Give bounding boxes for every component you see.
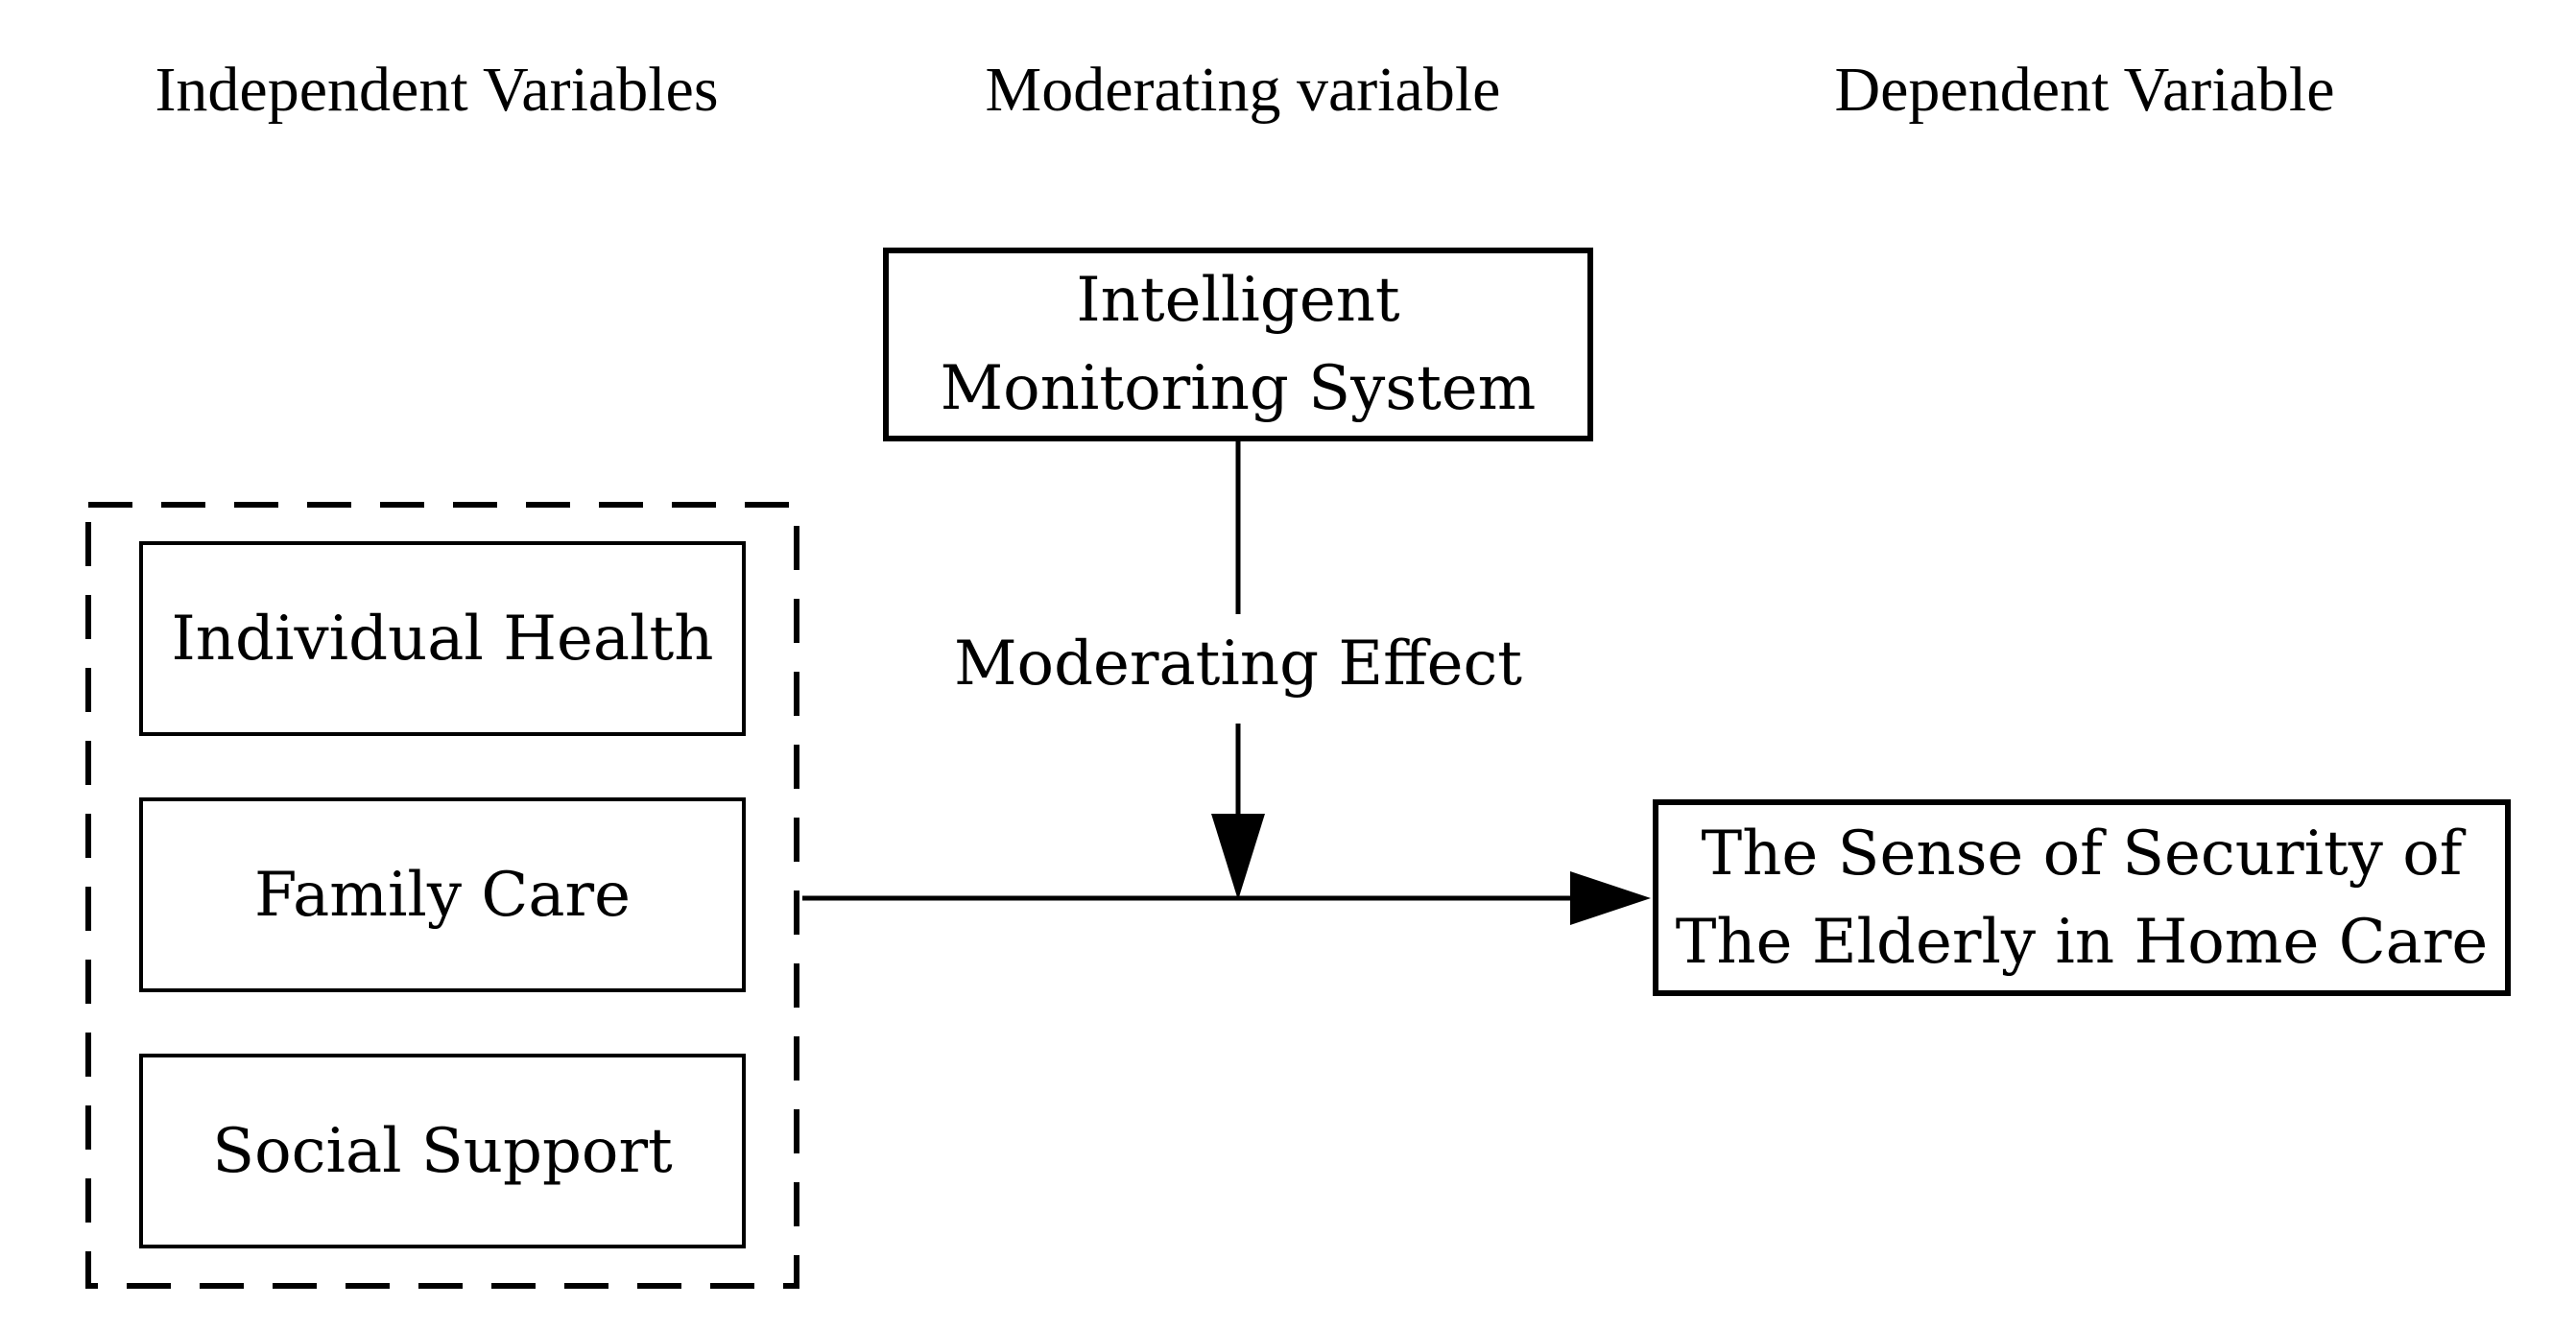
dependent-box-line1: The Sense of Security of <box>1701 818 2463 890</box>
box-family-care: Family Care <box>139 797 746 992</box>
header-moderating-variable: Moderating variable <box>985 55 1501 125</box>
independent-variables-dashed-border <box>85 502 799 1289</box>
social-support-label: Social Support <box>212 1115 673 1187</box>
moderator-box-line1: Intelligent <box>1076 265 1400 336</box>
family-care-label: Family Care <box>254 859 631 931</box>
header-dependent-variable: Dependent Variable <box>1834 55 2335 125</box>
moderating-effect-label: Moderating Effect <box>954 629 1522 700</box>
arrowhead-right-icon <box>1570 871 1651 925</box>
moderator-box-line2: Monitoring System <box>940 353 1537 424</box>
individual-health-label: Individual Health <box>171 603 714 675</box>
box-individual-health: Individual Health <box>139 541 746 736</box>
intelligent-monitoring-system-box: Intelligent Monitoring System <box>883 248 1593 441</box>
dependent-variable-box: The Sense of Security of The Elderly in … <box>1653 799 2511 996</box>
box-social-support: Social Support <box>139 1054 746 1248</box>
dependent-box-line2: The Elderly in Home Care <box>1675 906 2489 978</box>
arrowhead-down-icon <box>1211 814 1265 900</box>
header-independent-variables: Independent Variables <box>155 55 719 125</box>
